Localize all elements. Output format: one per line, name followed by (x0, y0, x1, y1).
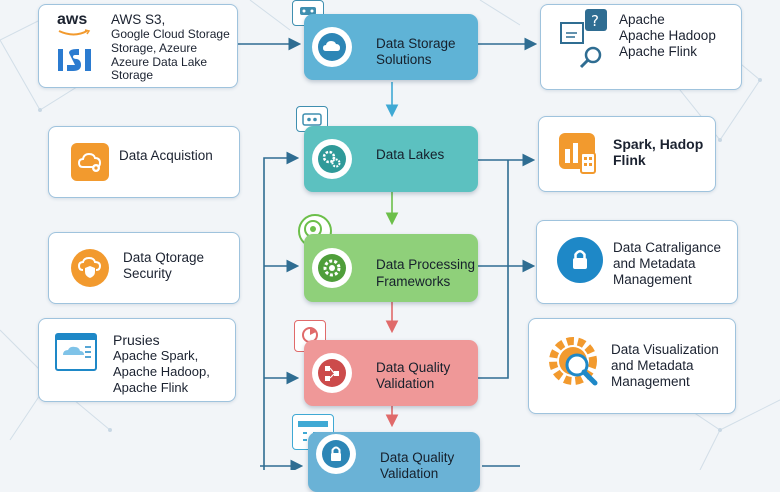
card-data-storage-security-line-2: Security (123, 266, 172, 281)
card-processing-tools-line-1: Prusies (113, 332, 160, 348)
card-data-storage-security[interactable]: Data Qtorage Security (48, 232, 240, 304)
dashboard-icon (55, 333, 97, 371)
providers-line-3: Storage, Azeure (111, 41, 198, 55)
card-spark-hadoop-line-2: Flink (613, 152, 646, 168)
lock-icon (557, 237, 603, 283)
card-data-acquisition-line-1: Data Acquistion (119, 148, 213, 163)
aws-smile-icon (58, 29, 91, 36)
cloud-shield-icon (71, 249, 109, 287)
node-data-quality-2-line-2: Validation (380, 466, 439, 481)
card-data-catalog-line-1: Data Catraligance (613, 240, 722, 255)
card-data-visualization-line-2: and Metadata (611, 358, 694, 373)
card-processing-tools-line-2: Apache Spark, (113, 348, 199, 363)
providers-line-5: Storage (111, 68, 154, 82)
node-data-lakes-line-1: Data Lakes (376, 147, 445, 162)
lock-icon (316, 434, 356, 474)
card-data-catalog-line-3: Management (613, 272, 692, 287)
card-data-catalog[interactable]: Data Catraligance and Metadata Managemen… (536, 220, 738, 304)
gears-icon (312, 139, 352, 179)
cloud-providers-card: aws AWS S3, Google Cloud Storage Storage… (38, 4, 238, 88)
node-data-quality-line-2: Validation (376, 376, 435, 391)
node-data-quality-line-1: Data Quality (376, 360, 451, 375)
card-data-catalog-line-2: and Metadata (613, 256, 696, 271)
search-doc-icon: ? (557, 9, 613, 79)
providers-line-4: Azeure Data Lake (111, 55, 208, 69)
card-data-acquisition[interactable]: Data Acquistion (48, 126, 240, 198)
card-spark-hadoop-line-1: Spark, Hadop (613, 136, 704, 152)
card-data-visualization[interactable]: Data Visualization and Metadata Manageme… (528, 318, 736, 414)
card-data-storage-security-line-1: Data Qtorage (123, 250, 205, 265)
node-data-storage-line-1: Data Storage (376, 36, 456, 51)
stack-icon (555, 129, 607, 181)
aws-logo: aws (57, 11, 88, 28)
svg-text:?: ? (591, 12, 599, 30)
node-data-quality[interactable]: Data Quality Validation (304, 340, 478, 406)
card-data-visualization-line-3: Management (611, 374, 690, 389)
node-data-processing-line-1: Data Processing (376, 257, 476, 272)
gear-icon (312, 248, 352, 288)
node-data-storage-line-2: Solutions (376, 52, 432, 67)
card-apache-tools-line-1: Apache (619, 12, 665, 27)
node-data-storage[interactable]: Data Storage Solutions (304, 14, 478, 80)
node-data-processing-line-2: Frameworks (376, 274, 451, 289)
card-processing-tools-line-4: Apache Flink (113, 380, 189, 395)
card-data-visualization-line-1: Data Visualization (611, 342, 719, 357)
card-processing-tools-line-3: Apache Hadoop, (113, 364, 210, 379)
card-apache-tools-line-2: Apache Hadoop (619, 28, 716, 43)
node-data-processing[interactable]: Data Processing Frameworks (304, 234, 478, 302)
card-apache-tools[interactable]: ? Apache Apache Hadoop Apache Flink (540, 4, 742, 90)
flowchart-icon (312, 353, 352, 393)
cloud-gear-icon (71, 143, 109, 181)
card-spark-hadoop[interactable]: Spark, Hadop Flink (538, 116, 716, 192)
azure-logo-icon (58, 49, 91, 71)
providers-line-1: AWS S3, (111, 12, 166, 27)
providers-line-2: Google Cloud Storage (111, 27, 230, 41)
node-data-lakes[interactable]: Data Lakes (304, 126, 478, 192)
node-data-quality-2-line-1: Data Quality (380, 450, 455, 465)
cloud-icon (312, 27, 352, 67)
card-apache-tools-line-3: Apache Flink (619, 44, 698, 59)
node-data-quality-2[interactable]: Data Quality Validation (308, 432, 480, 492)
gear-search-icon (547, 335, 609, 397)
card-processing-tools[interactable]: Prusies Apache Spark, Apache Hadoop, Apa… (38, 318, 236, 402)
